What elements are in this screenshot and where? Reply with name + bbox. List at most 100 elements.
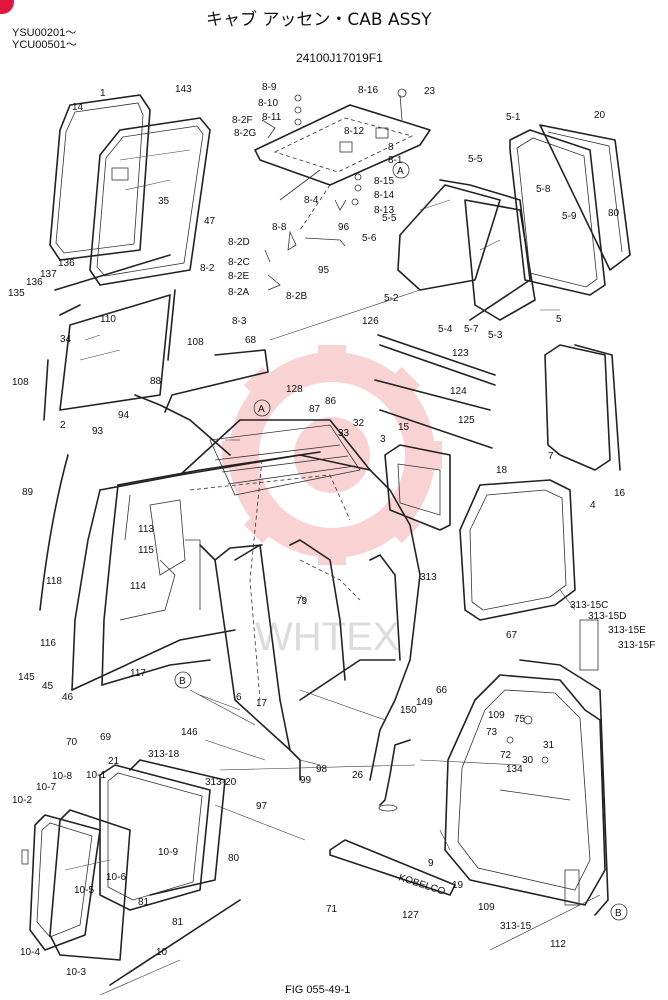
- part-label: 136: [26, 277, 43, 288]
- part-label: 143: [175, 84, 192, 95]
- part-label: 10-5: [74, 885, 94, 896]
- part-label: 135: [8, 288, 25, 299]
- part-label: 8-2A: [228, 287, 249, 298]
- part-label: 5-5: [382, 213, 397, 224]
- part-label: 313: [420, 572, 437, 583]
- part-label: 313-20: [205, 777, 237, 788]
- part-label: 313-15E: [608, 625, 646, 636]
- part-label: 10-2: [12, 795, 32, 806]
- part-label: 109: [488, 710, 505, 721]
- cab-frame: [71, 419, 421, 781]
- seal-strips: [39, 254, 176, 611]
- part-label: 109: [478, 902, 495, 913]
- part-label: 313-15C: [570, 600, 608, 611]
- part-label: 126: [362, 316, 379, 327]
- part-label: 149: [416, 697, 433, 708]
- part-label: 23: [424, 86, 436, 97]
- part-label: 72: [500, 750, 512, 761]
- part-label: 88: [150, 376, 162, 387]
- part-label: 89: [22, 487, 34, 498]
- part-label: 81: [138, 897, 150, 908]
- part-label: 10-7: [36, 782, 56, 793]
- part-label: 80: [608, 208, 620, 219]
- part-label: 10-9: [158, 847, 178, 858]
- figure-id: FIG 055-49-1: [285, 984, 351, 996]
- part-label: 146: [181, 727, 198, 738]
- part-label: 6: [236, 692, 242, 703]
- part-label: 10: [156, 947, 168, 958]
- part-label: 35: [158, 196, 170, 207]
- part-label: 8-2D: [228, 237, 250, 248]
- door-assembly: [444, 619, 609, 916]
- part-label: 67: [506, 630, 518, 641]
- part-label: 33: [338, 428, 350, 439]
- part-label: 31: [543, 740, 555, 751]
- part-label: 8-8: [272, 222, 287, 233]
- assembly-leader-lines: [99, 289, 601, 996]
- part-label: 5-7: [464, 324, 479, 335]
- part-label: 18: [496, 465, 508, 476]
- part-label: 127: [402, 910, 419, 921]
- part-label: 5-6: [362, 233, 377, 244]
- small-rear-window: [384, 444, 451, 531]
- part-label: 124: [450, 386, 467, 397]
- part-label: 8-11: [262, 112, 282, 123]
- part-label: 8-14: [374, 190, 394, 201]
- assembly-part-number: 24100J17019F1: [296, 51, 383, 65]
- part-label: 10-3: [66, 967, 86, 978]
- part-label: 73: [486, 727, 498, 738]
- part-label: 20: [594, 110, 606, 121]
- part-label: 8-4: [304, 195, 319, 206]
- part-label: 8-3: [232, 316, 247, 327]
- part-label: 8-2B: [286, 291, 307, 302]
- front-lower-glass: [59, 294, 171, 411]
- part-label: 134: [506, 764, 523, 775]
- part-label: 108: [12, 377, 29, 388]
- serial-range-2: YCU00501～: [12, 39, 77, 51]
- part-label: 313-15: [500, 921, 532, 932]
- part-label: 80: [228, 853, 240, 864]
- callout-a-2: A: [258, 404, 265, 415]
- part-label: 14: [72, 102, 84, 113]
- part-label: 8-15: [374, 176, 394, 187]
- part-label: 79: [296, 596, 308, 607]
- part-label: 3: [380, 434, 386, 445]
- part-label: 313-15D: [588, 611, 626, 622]
- part-label: 10-4: [20, 947, 40, 958]
- part-label: 5-2: [384, 293, 399, 304]
- part-label: 145: [18, 672, 35, 683]
- part-label: 110: [100, 314, 116, 325]
- part-label: 70: [66, 737, 78, 748]
- part-label: 81: [172, 917, 184, 928]
- part-label: 8-9: [262, 82, 277, 93]
- part-label: 137: [40, 269, 57, 280]
- kobelco-strip: KOBELCO: [329, 839, 456, 898]
- part-label: 5-5: [468, 154, 483, 165]
- part-label: 112: [550, 939, 566, 950]
- lower-left-door-10: [21, 759, 241, 986]
- part-label: 116: [40, 638, 56, 649]
- part-label: 5-9: [562, 211, 577, 222]
- part-label: 128: [286, 384, 303, 395]
- part-label: 150: [400, 705, 417, 716]
- part-label: 8-10: [258, 98, 278, 109]
- part-label: 98: [316, 764, 328, 775]
- part-label: 71: [326, 904, 338, 915]
- part-label: 69: [100, 732, 112, 743]
- part-label: 10-6: [106, 872, 126, 883]
- part-label: 5-4: [438, 324, 453, 335]
- part-label: 8: [388, 142, 394, 153]
- part-label: 45: [42, 681, 54, 692]
- part-label: 7: [548, 451, 554, 462]
- part-label: 10-1: [86, 770, 106, 781]
- part-label: 10-8: [52, 771, 72, 782]
- part-label: 21: [108, 756, 120, 767]
- part-label: 8-16: [358, 85, 378, 96]
- part-label: 95: [318, 265, 330, 276]
- part-label: 8-2C: [228, 257, 250, 268]
- decal-text: KOBELCO: [397, 872, 447, 897]
- roof-trim-parts: [134, 349, 269, 456]
